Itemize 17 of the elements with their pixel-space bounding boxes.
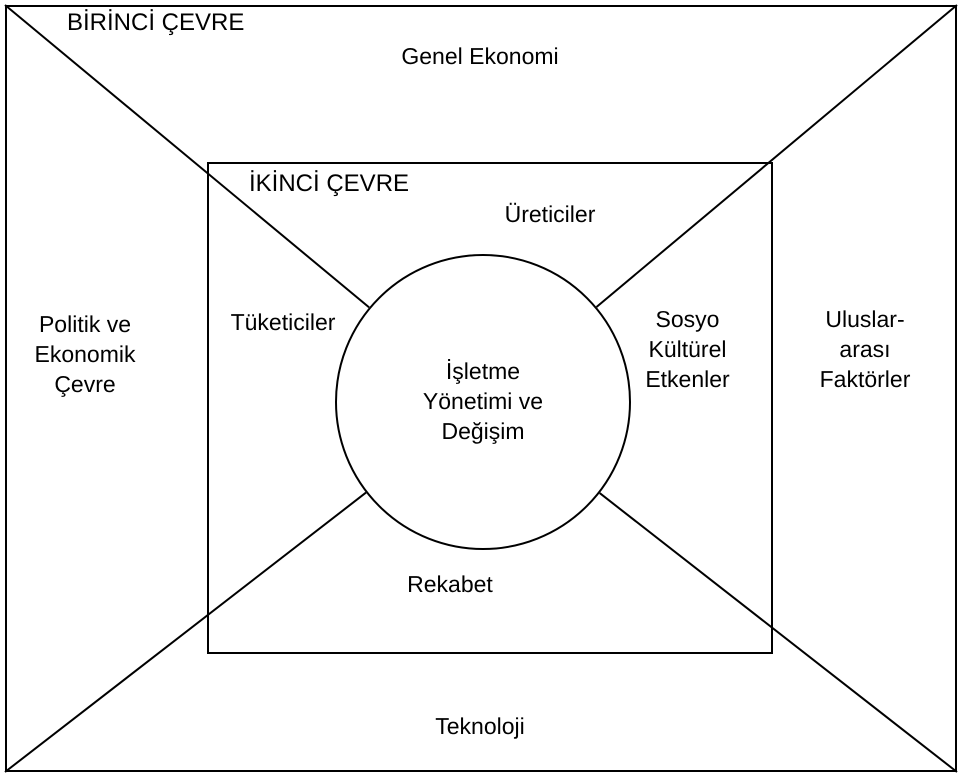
inner-environment-box	[207, 162, 773, 654]
environment-label: Uluslar-arası Faktörler	[818, 305, 912, 394]
environment-label: Politik ve Ekonomik Çevre	[34, 310, 136, 399]
environment-label: Rekabet	[406, 570, 494, 599]
connector-line	[4, 492, 367, 773]
outer-environment-box	[5, 5, 957, 772]
environment-label: Teknoloji	[434, 712, 526, 741]
connector-line	[596, 4, 958, 308]
environment-label: Sosyo Kültürel Etkenler	[644, 305, 731, 394]
connector-line	[599, 492, 958, 773]
environment-label: Üreticiler	[504, 200, 596, 229]
connector-line	[4, 4, 370, 308]
box-heading: İKİNCİ ÇEVRE	[249, 170, 410, 198]
environment-label: Tüketiciler	[230, 308, 336, 337]
environment-label: Genel Ekonomi	[400, 42, 560, 71]
circle-text: İşletme Yönetimi ve Değişim	[422, 357, 544, 446]
box-heading: BİRİNCİ ÇEVRE	[67, 9, 244, 37]
